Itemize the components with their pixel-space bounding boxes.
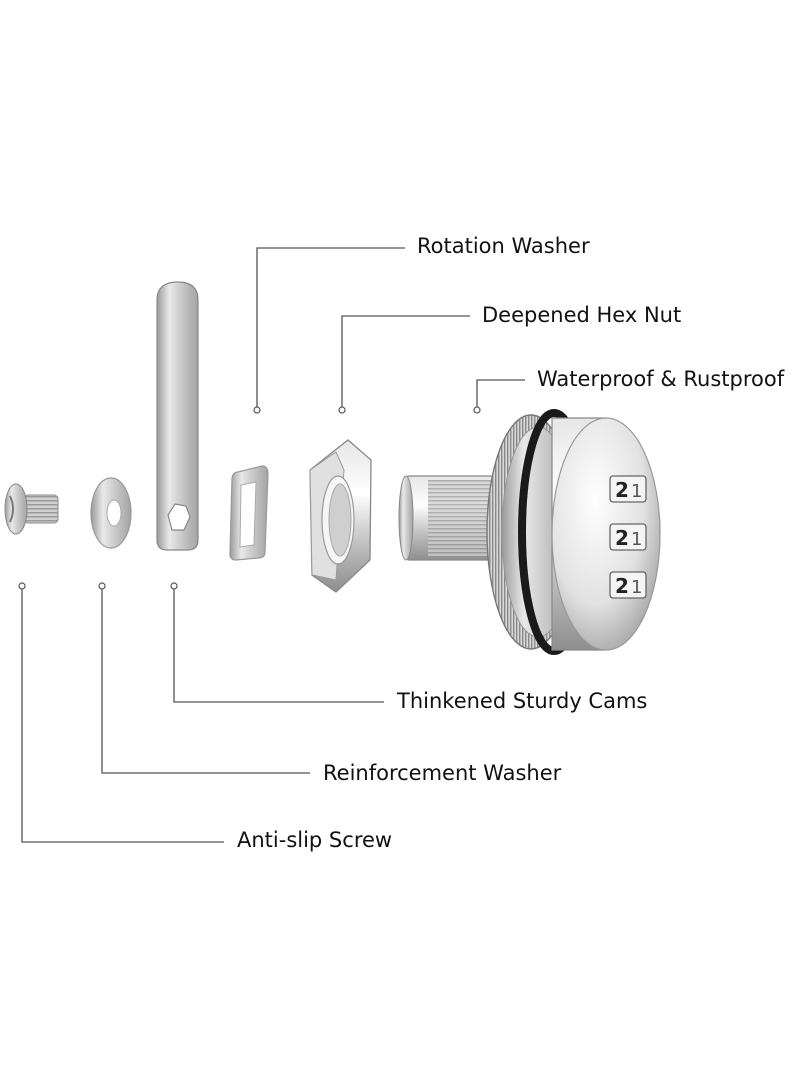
dial-digit: 2 [615, 526, 629, 550]
dial-digit-side: 1 [631, 529, 642, 550]
label-waterproof-rustproof: Waterproof & Rustproof [537, 367, 785, 391]
endpoint-dot [98, 582, 106, 590]
endpoint-dot [18, 582, 26, 590]
combination-lock-body [398, 409, 661, 655]
label-rotation-washer: Rotation Washer [417, 234, 590, 258]
deepened-hex-nut [309, 439, 372, 593]
dial-digit-side: 1 [631, 577, 642, 598]
leader-rotation-washer [256, 247, 405, 408]
endpoint-dot [170, 582, 178, 590]
dial-digit-side: 1 [631, 481, 642, 502]
dial-digit: 2 [615, 574, 629, 598]
reinforcement-washer [90, 477, 132, 549]
endpoint-dot [473, 406, 481, 414]
leader-sturdy-cams [173, 588, 384, 703]
dial-window [609, 571, 647, 599]
rotation-washer [229, 465, 269, 561]
dial-window [609, 523, 647, 551]
leader-endpoints [18, 406, 481, 590]
dial-window [609, 475, 647, 503]
leader-hex-nut [341, 315, 470, 408]
dial-digit: 2 [615, 478, 629, 502]
endpoint-dot [253, 406, 261, 414]
label-anti-slip-screw: Anti-slip Screw [237, 828, 393, 852]
label-deepened-hex-nut: Deepened Hex Nut [482, 303, 682, 327]
label-sturdy-cams: Thinkened Sturdy Cams [397, 689, 648, 713]
leader-waterproof [476, 379, 525, 408]
label-reinforcement-washer: Reinforcement Washer [323, 761, 562, 785]
leader-anti-slip-screw [21, 588, 224, 843]
leader-lines [21, 247, 525, 843]
endpoint-dot [338, 406, 346, 414]
leader-reinforcement-washer [101, 588, 310, 774]
anti-slip-screw [4, 483, 59, 535]
sturdy-cam [156, 281, 199, 551]
